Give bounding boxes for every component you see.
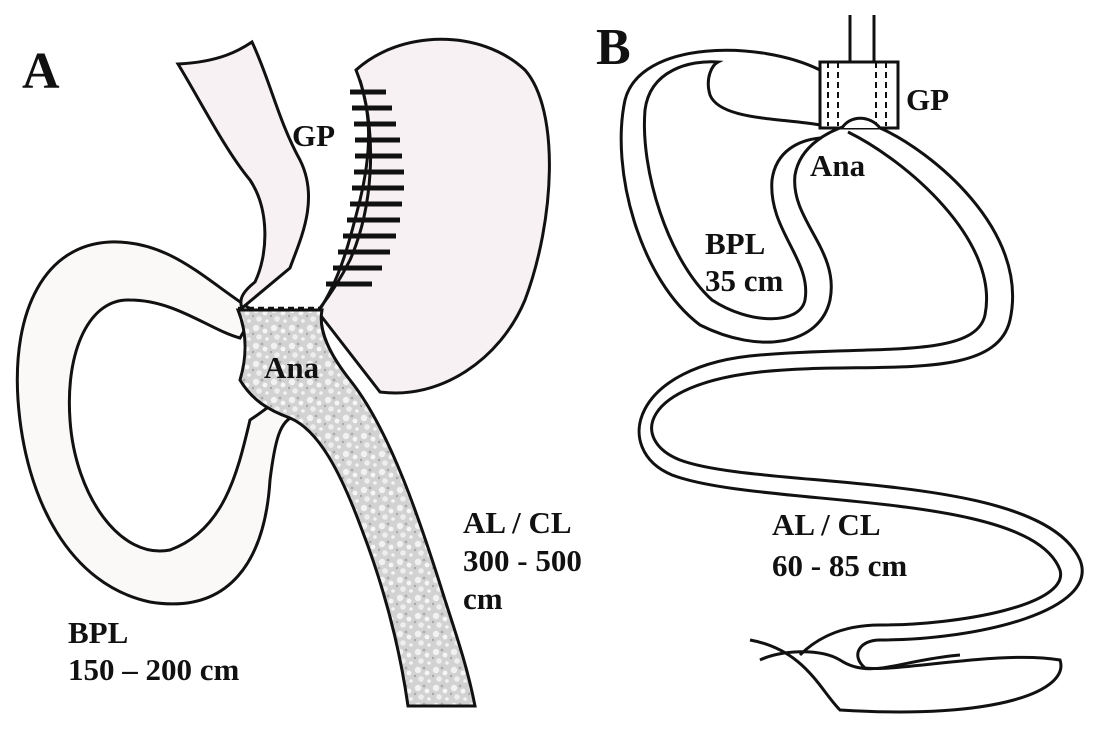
panel-b-al-cl-label-1: AL / CL: [772, 507, 881, 542]
panel-a-bpl-label-1: BPL: [68, 615, 129, 650]
panel-a-al-cl-label-3: cm: [463, 581, 503, 616]
panel-b-anastomosis: [840, 116, 882, 130]
panel-a-gp-label: GP: [292, 118, 336, 153]
panel-b-pouch-dashes: [827, 62, 887, 126]
panel-b-alimentary-outer: [650, 126, 1084, 714]
panel-b-bpl-label-2: 35 cm: [705, 263, 784, 298]
panel-a-gastric-pouch: [175, 39, 310, 311]
panel-b-bpl-outer: [619, 48, 853, 344]
panel-a-staples: [326, 89, 404, 287]
panel-a: [15, 37, 551, 708]
panel-a-ana-label: Ana: [264, 350, 320, 385]
panel-a-alimentary-limb: [235, 308, 477, 708]
panel-b-esophagus: [848, 15, 876, 62]
panel-a-al-cl-label-1: AL / CL: [463, 505, 572, 540]
panel-b-bpl-inner: [642, 60, 821, 321]
panel-b-al-cl-label-2: 60 - 85 cm: [772, 548, 908, 583]
panel-a-bpl-label-2: 150 – 200 cm: [68, 652, 240, 687]
panel-a-bpl-loop: [15, 240, 303, 606]
panel-a-letter: A: [22, 43, 60, 100]
panel-b-bpl-label-1: BPL: [705, 226, 766, 261]
panel-b-colon-segment: [759, 650, 961, 671]
panel-b-gp-label: GP: [906, 82, 950, 117]
panel-b-ana-label: Ana: [810, 148, 866, 183]
panel-b: [619, 15, 1084, 714]
panel-a-al-cl-label-2: 300 - 500: [463, 543, 582, 578]
panel-a-remnant-stomach: [316, 37, 551, 395]
panel-b-letter: B: [596, 19, 631, 76]
panel-b-alimentary-inner: [637, 130, 1063, 657]
